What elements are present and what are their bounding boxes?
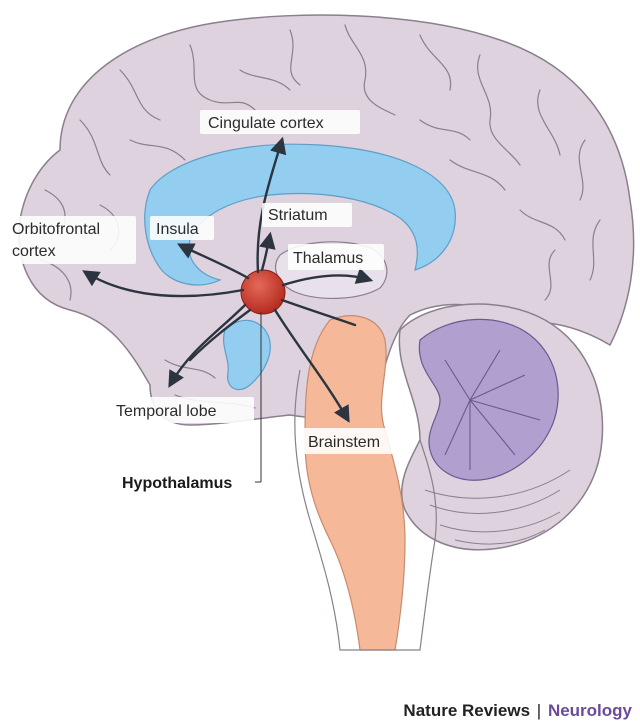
label-hypothalamus: Hypothalamus (122, 475, 232, 492)
label-temporal-text: Temporal lobe (116, 403, 217, 420)
arrow-brainstem (273, 308, 350, 423)
credit-separator: | (536, 701, 542, 720)
arrow-striatum (259, 231, 276, 272)
brainstem-shape (304, 315, 406, 651)
arrow-extra-1 (188, 308, 252, 362)
lateral-ventricle-lower (223, 319, 271, 391)
journal-subject: Neurology (547, 701, 632, 720)
arrow-temporal (168, 303, 247, 388)
cerebellum-folia (424, 469, 571, 545)
arrow-extra-2 (280, 298, 357, 327)
arrow-orbitofrontal (82, 270, 245, 298)
label-cingulate: Cingulate cortex (200, 110, 360, 134)
label-orbitofrontal-line1: Orbitofrontal (12, 221, 100, 238)
arrow-insula (176, 243, 250, 280)
label-brainstem: Brainstem (302, 428, 402, 454)
label-orbitofrontal: Orbitofrontal cortex (8, 216, 136, 264)
arbor-vitae (418, 318, 559, 481)
arrow-thalamus (281, 267, 374, 287)
brainstem-outline (294, 369, 437, 651)
projection-arrows (82, 136, 374, 423)
label-temporal: Temporal lobe (110, 397, 254, 423)
arbor-vitae-branches (444, 349, 541, 470)
corpus-callosum (144, 143, 456, 286)
journal-credit: Nature Reviews | Neurology (403, 701, 632, 721)
label-cingulate-text: Cingulate cortex (208, 115, 324, 132)
label-thalamus: Thalamus (288, 244, 384, 270)
arrow-cingulate (256, 136, 287, 274)
label-orbitofrontal-line2: cortex (12, 243, 56, 260)
label-insula-text: Insula (156, 221, 199, 238)
label-brainstem-text: Brainstem (308, 434, 380, 451)
label-striatum: Striatum (262, 203, 352, 227)
label-striatum-text: Striatum (268, 207, 328, 224)
label-insula: Insula (150, 216, 214, 240)
label-thalamus-text: Thalamus (293, 250, 363, 267)
journal-name: Nature Reviews (403, 701, 531, 720)
